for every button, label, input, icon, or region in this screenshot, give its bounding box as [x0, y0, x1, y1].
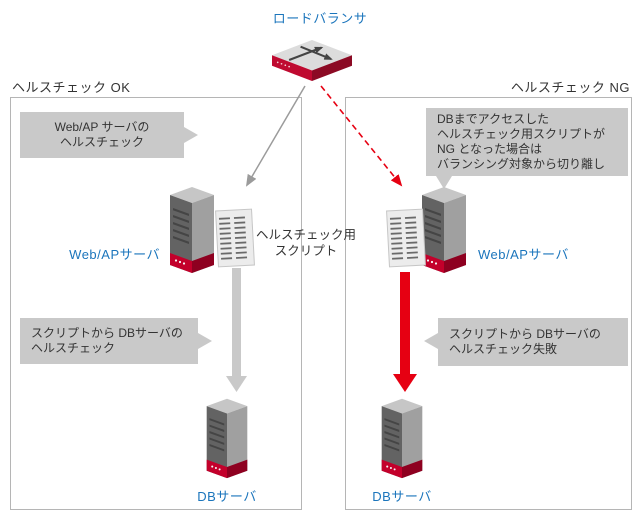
callout-script-db-healthcheck-ok: スクリプトから DBサーバの ヘルスチェック	[20, 318, 212, 364]
db-server-icon-ok	[206, 398, 248, 479]
callout-webap-healthcheck-ok: Web/AP サーバの ヘルスチェック	[20, 112, 198, 158]
db-server-label-ok: DBサーバ	[197, 489, 257, 504]
header-healthcheck-ok: ヘルスチェック OK	[12, 80, 131, 95]
callout-webap-healthcheck-ok-text: Web/AP サーバの ヘルスチェック	[54, 120, 150, 149]
callout-script-db-healthcheck-ok-text: スクリプトから DBサーバの ヘルスチェック	[31, 326, 183, 355]
db-server-label-ng: DBサーバ	[372, 489, 432, 504]
callout-script-db-healthcheck-ng: スクリプトから DBサーバの ヘルスチェック失敗	[424, 318, 628, 366]
healthcheck-script-icon-ng	[385, 208, 427, 268]
webap-server-label-ng: Web/APサーバ	[478, 247, 569, 262]
callout-ng-detach-note: DBまでアクセスした ヘルスチェック用スクリプトが NG となった場合は バラン…	[426, 108, 628, 189]
header-healthcheck-ng: ヘルスチェック NG	[510, 80, 630, 95]
callout-tail-icon	[436, 176, 452, 189]
callout-tail-icon	[184, 127, 198, 143]
callout-script-db-healthcheck-ng-text: スクリプトから DBサーバの ヘルスチェック失敗	[449, 327, 601, 356]
load-balancer-icon	[272, 36, 352, 84]
panel-healthcheck-ok	[10, 97, 302, 510]
webap-server-label-ok: Web/APサーバ	[69, 247, 160, 262]
webap-server-icon-ok	[170, 187, 214, 273]
callout-ng-detach-note-text: DBまでアクセスした ヘルスチェック用スクリプトが NG となった場合は バラン…	[437, 112, 606, 171]
callout-tail-icon	[198, 333, 212, 349]
db-server-icon-ng	[381, 398, 423, 479]
callout-tail-icon	[424, 333, 438, 349]
healthcheck-script-icon-ok	[214, 208, 256, 268]
healthcheck-script-label: ヘルスチェック用 スクリプト	[255, 228, 356, 258]
panel-healthcheck-ng	[345, 97, 632, 510]
load-balancer-label: ロードバランサ	[272, 11, 368, 26]
